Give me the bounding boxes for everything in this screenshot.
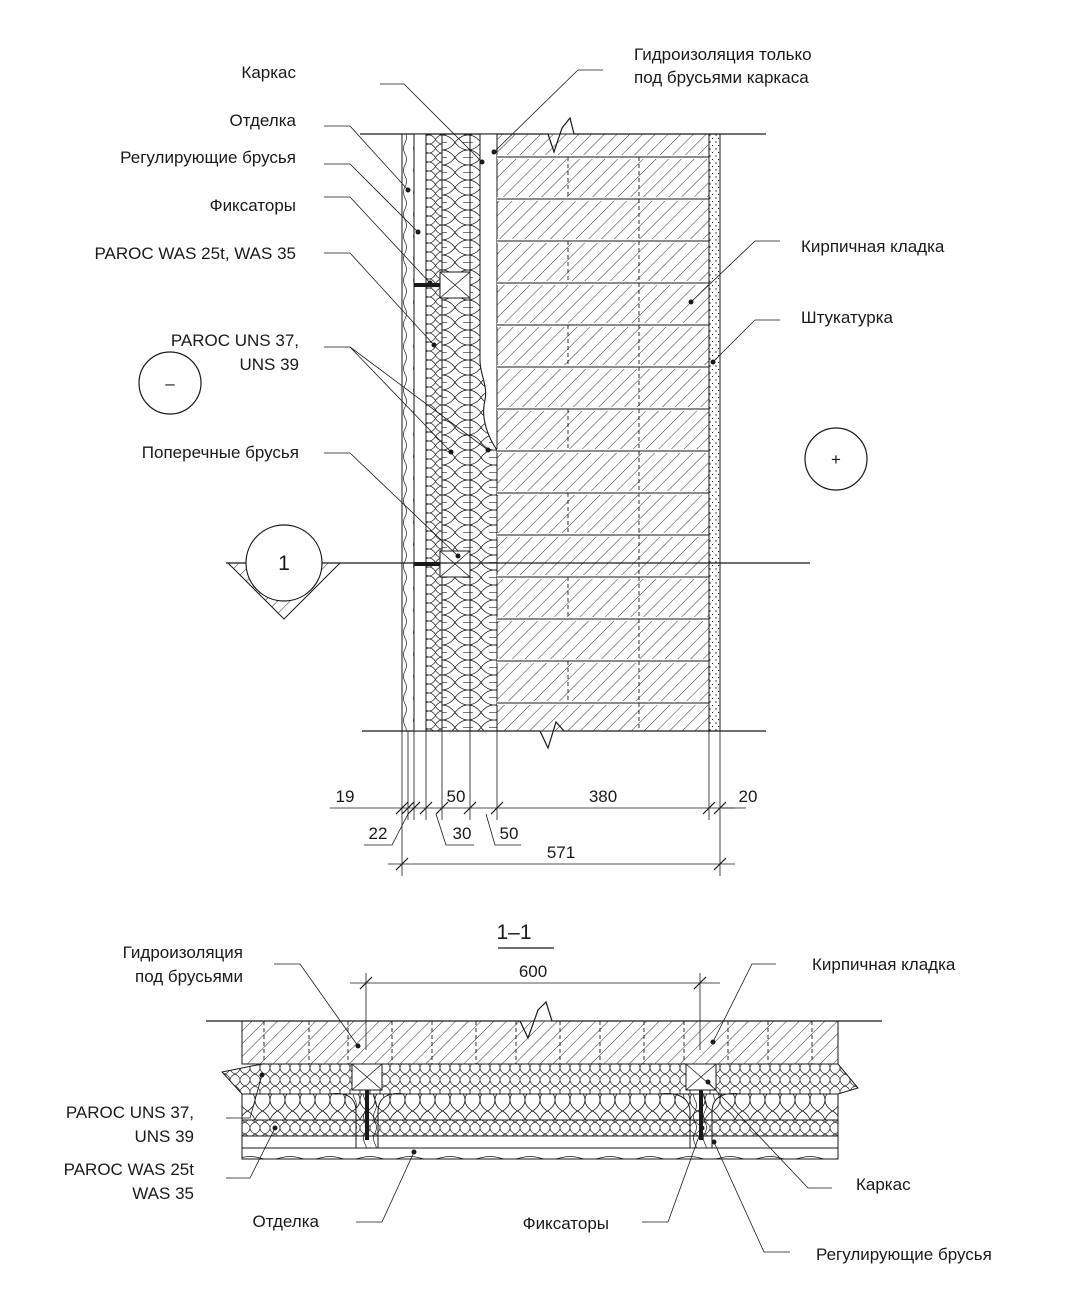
fixer-screw-bottom (414, 562, 440, 566)
plan-label-uns-1: PAROC UNS 37, (66, 1103, 194, 1122)
cold-side-marker (138, 351, 202, 415)
dim-19: 19 (336, 787, 355, 806)
section-title: 1–1 (496, 921, 531, 944)
label-uns-2: UNS 39 (239, 355, 299, 374)
wall-section-vertical: 1 – + Каркас Гидроизоляция только под бр… (94, 45, 945, 876)
fixer-screw-top (414, 283, 440, 287)
cold-side-sign: – (165, 374, 175, 393)
plan-label-waterproof-1: Гидроизоляция (123, 943, 243, 962)
dim-571: 571 (547, 843, 575, 862)
dim-50-uns: 50 (500, 824, 519, 843)
label-was: PAROC WAS 25t, WAS 35 (94, 244, 296, 263)
finish-layer (401, 133, 415, 732)
leader-lines-bottom (226, 963, 832, 1253)
plan-label-adjusting: Регулирующие брусья (816, 1245, 992, 1264)
plan-uns-inner (241, 1093, 839, 1121)
dim-600: 600 (519, 962, 547, 981)
label-plaster: Штукатурка (801, 308, 894, 327)
plan-section-1-1: 1–1 600 (64, 921, 992, 1264)
plan-label-uns-2: UNS 39 (134, 1127, 194, 1146)
plaster-layer (708, 133, 721, 732)
label-fixers: Фиксаторы (210, 196, 296, 215)
dim-22: 22 (369, 824, 388, 843)
plan-label-was-2: WAS 35 (132, 1184, 194, 1203)
plan-adjusting-gap (241, 1135, 839, 1149)
plan-frame-stud-right (659, 1063, 741, 1149)
warm-side-sign: + (831, 450, 841, 469)
plan-label-frame: Каркас (856, 1175, 911, 1194)
plan-label-was-1: PAROC WAS 25t (64, 1160, 195, 1179)
plan-label-finish: Отделка (253, 1212, 320, 1231)
label-waterproof-1: Гидроизоляция только (634, 45, 812, 64)
label-uns-1: PAROC UNS 37, (171, 331, 299, 350)
was-wind-insulation (425, 133, 443, 732)
plan-uns-outer (221, 1063, 859, 1095)
plan-finish-board (241, 1147, 839, 1160)
plan-label-waterproof-2: под брусьями (135, 967, 243, 986)
label-adjusting: Регулирующие брусья (120, 148, 296, 167)
plan-label-fixers: Фиксаторы (523, 1214, 609, 1233)
brick-masonry (496, 133, 710, 732)
plan-brick-band (241, 1020, 839, 1065)
dim-20: 20 (739, 787, 758, 806)
adjusting-batten-layer (413, 133, 427, 732)
label-frame: Каркас (241, 63, 296, 82)
label-finish: Отделка (230, 111, 297, 130)
uns-insulation-outer (441, 133, 471, 732)
plan-label-brick: Кирпичная кладка (812, 955, 956, 974)
dim-30: 30 (453, 824, 472, 843)
label-waterproof-2: под брусьями каркаса (634, 68, 809, 87)
section-cut-circle (245, 524, 323, 602)
dimension-chain (330, 731, 746, 876)
leader-lines-top (324, 69, 780, 559)
warm-side-marker (804, 427, 868, 491)
label-brick: Кирпичная кладка (801, 237, 945, 256)
plan-was-layer (241, 1119, 839, 1137)
dim-50-frame: 50 (447, 787, 466, 806)
label-cross-battens: Поперечные брусья (142, 443, 299, 462)
frame-stud (479, 133, 498, 452)
section-cut-number: 1 (278, 552, 290, 575)
plan-frame-stud-left (329, 1063, 405, 1149)
dim-380: 380 (589, 787, 617, 806)
